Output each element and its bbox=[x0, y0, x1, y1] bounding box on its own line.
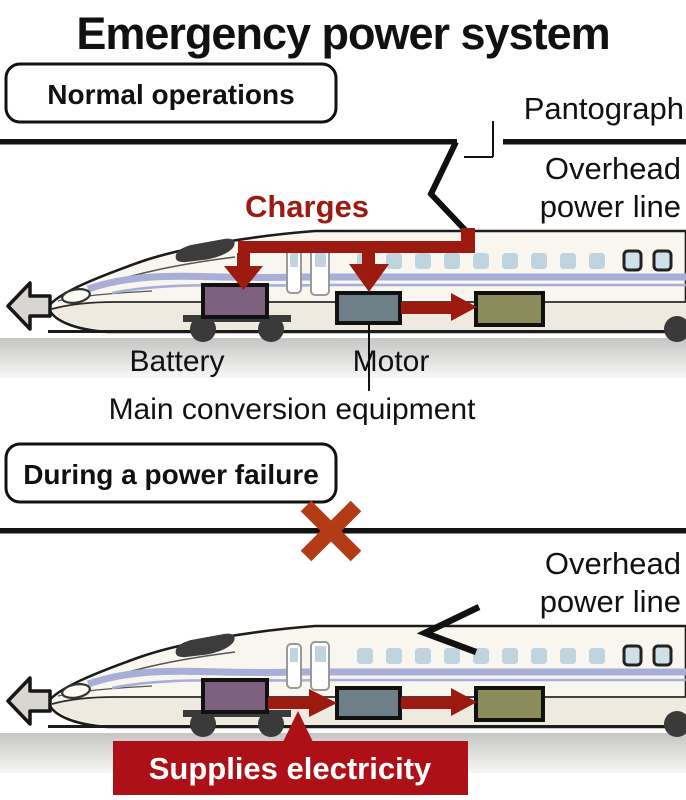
pantograph-label: Pantograph bbox=[524, 91, 684, 126]
supplies-label: Supplies electricity bbox=[149, 751, 432, 786]
overhead-label-1b: power line bbox=[540, 189, 681, 224]
overhead-label-2b: power line bbox=[540, 584, 681, 619]
battery-label: Battery bbox=[129, 345, 224, 378]
power-feed-path bbox=[224, 228, 475, 292]
panel1-heading: Normal operations bbox=[47, 79, 294, 110]
panel2-heading-box bbox=[4, 442, 338, 504]
overhead-label-2a: Overhead bbox=[545, 546, 681, 581]
page-title: Emergency power system bbox=[76, 8, 609, 59]
banner-pointer bbox=[283, 711, 313, 742]
overhead-line-1-left bbox=[0, 139, 457, 145]
overhead-label-1a: Overhead bbox=[545, 151, 681, 186]
folded-pantograph-icon bbox=[416, 604, 481, 656]
supplies-banner bbox=[113, 741, 468, 795]
main-conversion-label: Main conversion equipment bbox=[109, 393, 477, 426]
battery-to-conversion-arrow bbox=[268, 689, 337, 717]
panel2-heading: During a power failure bbox=[23, 459, 319, 490]
failure-x-icon bbox=[300, 500, 362, 562]
overhead-line-1-right bbox=[503, 139, 686, 145]
overhead-line-2 bbox=[0, 528, 686, 534]
train-normal bbox=[0, 231, 686, 378]
panel1-heading-box bbox=[4, 62, 338, 124]
motor-label: Motor bbox=[353, 345, 430, 378]
pantograph-arm-icon bbox=[427, 140, 469, 234]
charges-label: Charges bbox=[245, 189, 369, 224]
